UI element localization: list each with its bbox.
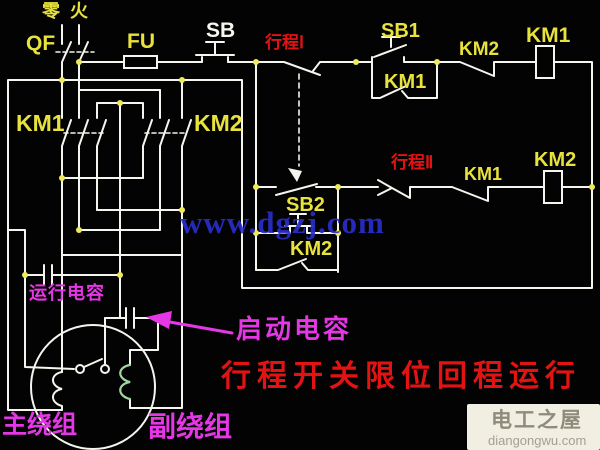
km1-nc-contact-symbol <box>451 186 545 202</box>
site-badge-url: diangongwu.com <box>488 433 587 448</box>
km1-aux-contact-symbol <box>371 61 438 99</box>
site-badge-title: 电工之屋 <box>491 409 583 432</box>
km2-aux-contact-symbol <box>255 258 339 271</box>
aux-winding-coil <box>119 364 131 400</box>
fu-fuse-label: FU <box>127 30 155 53</box>
km1-main-label: KM1 <box>16 110 65 136</box>
sb1-button-label: SB1 <box>381 20 420 42</box>
limit2-contact-symbol <box>377 179 453 199</box>
km1-aux-label: KM1 <box>384 71 427 93</box>
km2-coil-symbol <box>543 170 593 204</box>
km2-main-label: KM2 <box>194 110 243 136</box>
km1-nc-label: KM1 <box>464 164 503 184</box>
main-winding-label: 主绕组 <box>2 411 78 439</box>
km2-coil-label: KM2 <box>534 149 577 171</box>
site-badge: 电工之屋 diangongwu.com <box>467 404 600 450</box>
sb2-start-button-symbol <box>255 186 339 273</box>
km1-main-contacts-symbol <box>61 79 161 231</box>
km2-nc-contact-symbol <box>436 61 537 77</box>
limit1-contact-symbol <box>255 61 357 182</box>
diagram-caption: 行程开关限位回程运行 <box>221 360 581 393</box>
qf-breaker-label: QF <box>26 32 56 55</box>
motor-symbol <box>30 177 183 450</box>
aux-winding-label: 副绕组 <box>148 411 233 442</box>
neutral-wire-label: 零 <box>42 1 60 21</box>
sb-stop-button-symbol <box>195 41 257 63</box>
km2-nc-label: KM2 <box>459 39 500 60</box>
live-wire-label: 火 <box>70 1 88 21</box>
start-capacitor-symbol <box>104 307 159 366</box>
km1-coil-label: KM1 <box>526 24 571 47</box>
fuse-symbol <box>78 55 203 69</box>
start-capacitor-label: 启动电容 <box>236 314 353 344</box>
junction-dots <box>22 59 595 278</box>
sb-button-label: SB <box>206 19 236 42</box>
limit2-label: 行程Ⅱ <box>391 153 434 172</box>
center-watermark: www.dgzj.com <box>180 205 385 240</box>
km2-aux-label: KM2 <box>290 238 333 260</box>
km1-coil-symbol <box>181 45 593 289</box>
qf-breaker-symbol <box>55 24 95 91</box>
sb1-start-button-symbol <box>355 36 438 63</box>
limit1-label: 行程Ⅰ <box>265 33 305 52</box>
km2-main-contacts-symbol <box>96 79 192 231</box>
sb2-button-label: SB2 <box>286 194 325 216</box>
start-cap-arrow <box>146 311 234 335</box>
run-capacitor-label: 运行电容 <box>29 283 105 303</box>
limit1-linked-contact-symbol <box>255 183 339 196</box>
